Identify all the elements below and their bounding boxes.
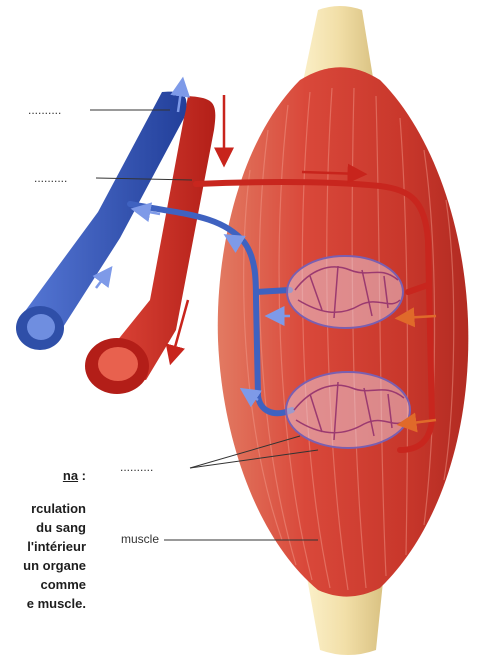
muscle-label: muscle: [121, 533, 159, 545]
caption-line: un organe: [0, 556, 86, 575]
caption-line: rculation: [0, 499, 86, 518]
figure-caption: na : rculation du sang l'intérieur un or…: [0, 466, 86, 613]
caption-line: e muscle.: [0, 594, 86, 613]
vein-label: ..........: [28, 104, 61, 116]
caption-title: na :: [0, 466, 86, 485]
capillary-network-lower: [286, 372, 410, 448]
caption-line: l'intérieur: [0, 537, 86, 556]
capillary-network-upper: [287, 256, 403, 328]
capillaries-label: ..........: [120, 461, 153, 473]
caption-line: du sang: [0, 518, 86, 537]
caption-title-colon: :: [78, 468, 86, 483]
artery-label: ..........: [34, 172, 67, 184]
caption-line: comme: [0, 575, 86, 594]
caption-title-fragment: na: [63, 468, 78, 483]
